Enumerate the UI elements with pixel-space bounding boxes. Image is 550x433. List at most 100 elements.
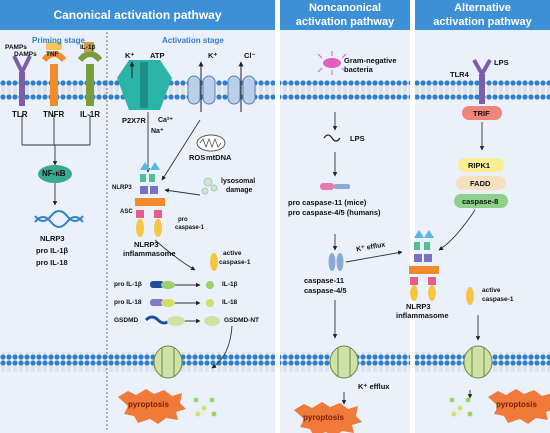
lysosomal-label-2: damage <box>226 187 253 194</box>
nfkb-node <box>38 165 72 183</box>
pro-caspase11-icon <box>320 183 350 190</box>
tnfr-receptor-icon <box>41 42 67 106</box>
active-caspase1-alt-label-1: active <box>482 287 501 294</box>
inflammasome-label-2: inflammasome <box>123 249 176 258</box>
gsdmd-pore-noncanonical <box>329 345 359 379</box>
p2x7r-label: P2X7R <box>122 116 146 125</box>
k-plus-label-1: K⁺ <box>125 51 135 60</box>
pro-caspase1-label-2: caspase-1 <box>175 225 205 231</box>
il-precursors <box>144 281 220 326</box>
active-caspase1-canonical <box>210 253 218 271</box>
pyroptosis-label-noncanonical: pyroptosis <box>303 413 344 422</box>
pyroptosis-burst-noncanonical <box>294 402 362 433</box>
alternative-arrows <box>438 122 485 399</box>
pro-il18-gene-label: pro IL-18 <box>36 258 68 267</box>
priming-stage-label: Priming stage <box>32 36 85 45</box>
gram-negative-bacteria-icon <box>317 51 347 75</box>
k-channel-icon <box>187 61 216 112</box>
pyroptosis-burst-alternative <box>488 389 550 424</box>
il1r-label: IL-1R <box>80 110 100 119</box>
pyroptosis-burst-canonical <box>118 389 186 424</box>
activation-arrows <box>145 112 233 406</box>
tnf-ligand-label: TNF <box>46 51 59 58</box>
mtdna-label: mtDNA <box>206 153 232 162</box>
noncanonical-arrows <box>332 112 403 405</box>
ripk1-label: RIPK1 <box>468 161 491 170</box>
fadd-node <box>456 176 506 190</box>
nlrp3-inflammasome-shared <box>409 230 439 301</box>
nlrp3-domain-label: NLRP3 <box>112 185 132 191</box>
lps-label-alternative: LPS <box>494 58 509 67</box>
membrane-noncanonical-top <box>280 80 410 100</box>
ros-label: ROS <box>189 153 206 162</box>
pro-caspase11-label: pro caspase-11 (mice) <box>288 198 367 207</box>
active-caspase1-alternative <box>466 287 474 305</box>
inflammasome-label-1: NLRP3 <box>134 240 159 249</box>
membrane-canonical-bottom <box>0 352 275 372</box>
pyroptosis-label-alternative: pyroptosis <box>496 400 537 409</box>
active-caspase1-label-1: active <box>223 250 242 257</box>
bacteria-label-1: Gram-negative <box>344 56 397 65</box>
gsdmd-pore-alternative <box>463 345 493 379</box>
mitochondria-icon <box>196 134 226 152</box>
gsdmd-label: GSDMD <box>114 317 139 324</box>
tlr4-label: TLR4 <box>450 70 469 79</box>
fadd-label: FADD <box>470 179 491 188</box>
pamps-label: PAMPs <box>5 44 27 51</box>
released-cytokines-canonical <box>193 397 217 417</box>
caspase8-label: caspase-8 <box>462 197 499 206</box>
atp-label: ATP <box>150 51 165 60</box>
lps-label-noncanonical: LPS <box>350 134 365 143</box>
lysosomal-label-1: lysosomal <box>221 178 256 185</box>
active-caspase1-alt-label-2: caspase-1 <box>482 296 514 303</box>
activation-stage-label: Activation stage <box>162 36 224 45</box>
lysosome-icon <box>201 177 218 195</box>
il1r-receptor-icon <box>77 42 103 106</box>
pro-il1b-gene-label: pro IL-1β <box>36 246 69 255</box>
nlrp3-gene-label: NLRP3 <box>40 234 65 243</box>
k-efflux-label-2: K⁺ efflux <box>358 382 390 391</box>
k-plus-label-2: K⁺ <box>208 51 218 60</box>
il1b-ligand-label: IL-1β <box>80 44 96 51</box>
tlr-label: TLR <box>12 110 28 119</box>
p2x7r-channel-icon <box>117 60 172 110</box>
lps-squiggle-noncanonical <box>323 134 341 142</box>
asc-domain-label: ASC <box>120 209 133 215</box>
bacteria-label-2: bacteria <box>344 65 373 74</box>
tlr4-receptor-icon <box>472 59 492 104</box>
nlrp3-inflammasome-canonical <box>135 162 165 237</box>
pro-caspase45-label: pro caspase-4/5 (humans) <box>288 208 381 217</box>
caspase11-icon <box>328 253 344 271</box>
caspase8-node <box>454 194 508 208</box>
caspase45-label: caspase-4/5 <box>304 286 347 295</box>
nfkb-label: NF-κB <box>42 169 66 178</box>
released-cytokines-alternative <box>449 397 473 417</box>
active-caspase1-label-2: caspase-1 <box>219 259 251 266</box>
ripk1-node <box>458 158 504 172</box>
cl-channel-icon <box>227 61 256 112</box>
trif-node <box>462 106 502 120</box>
caspase11-label: caspase-11 <box>304 276 345 285</box>
gsdmd-pore-canonical <box>153 345 183 379</box>
ca2-label: Ca²⁺ <box>158 117 173 124</box>
dna-icon <box>34 210 84 228</box>
canonical-header: Canonical activation pathway <box>0 0 275 30</box>
il1b-label: IL-1β <box>222 281 238 288</box>
na-label: Na⁺ <box>151 128 164 135</box>
trif-label: TRIF <box>473 109 490 118</box>
pro-caspase1-label-1: pro <box>178 217 188 223</box>
gsdmd-nt-label: GSDMD-NT <box>224 317 260 324</box>
inflammasome-label-shared-2: inflammasome <box>396 311 449 320</box>
tnfr-label: TNFR <box>43 110 65 119</box>
damps-label: DAMPs <box>14 51 37 58</box>
cl-minus-label: Cl⁻ <box>244 51 256 60</box>
pro-il1b-label: pro IL-1β <box>114 281 142 288</box>
priming-arrows <box>21 115 91 206</box>
tlr-receptor-icon <box>12 55 32 106</box>
inflammasome-label-shared-1: NLRP3 <box>406 302 431 311</box>
pro-il18-label: pro IL-18 <box>114 299 142 306</box>
il18-label: IL-18 <box>222 299 238 306</box>
